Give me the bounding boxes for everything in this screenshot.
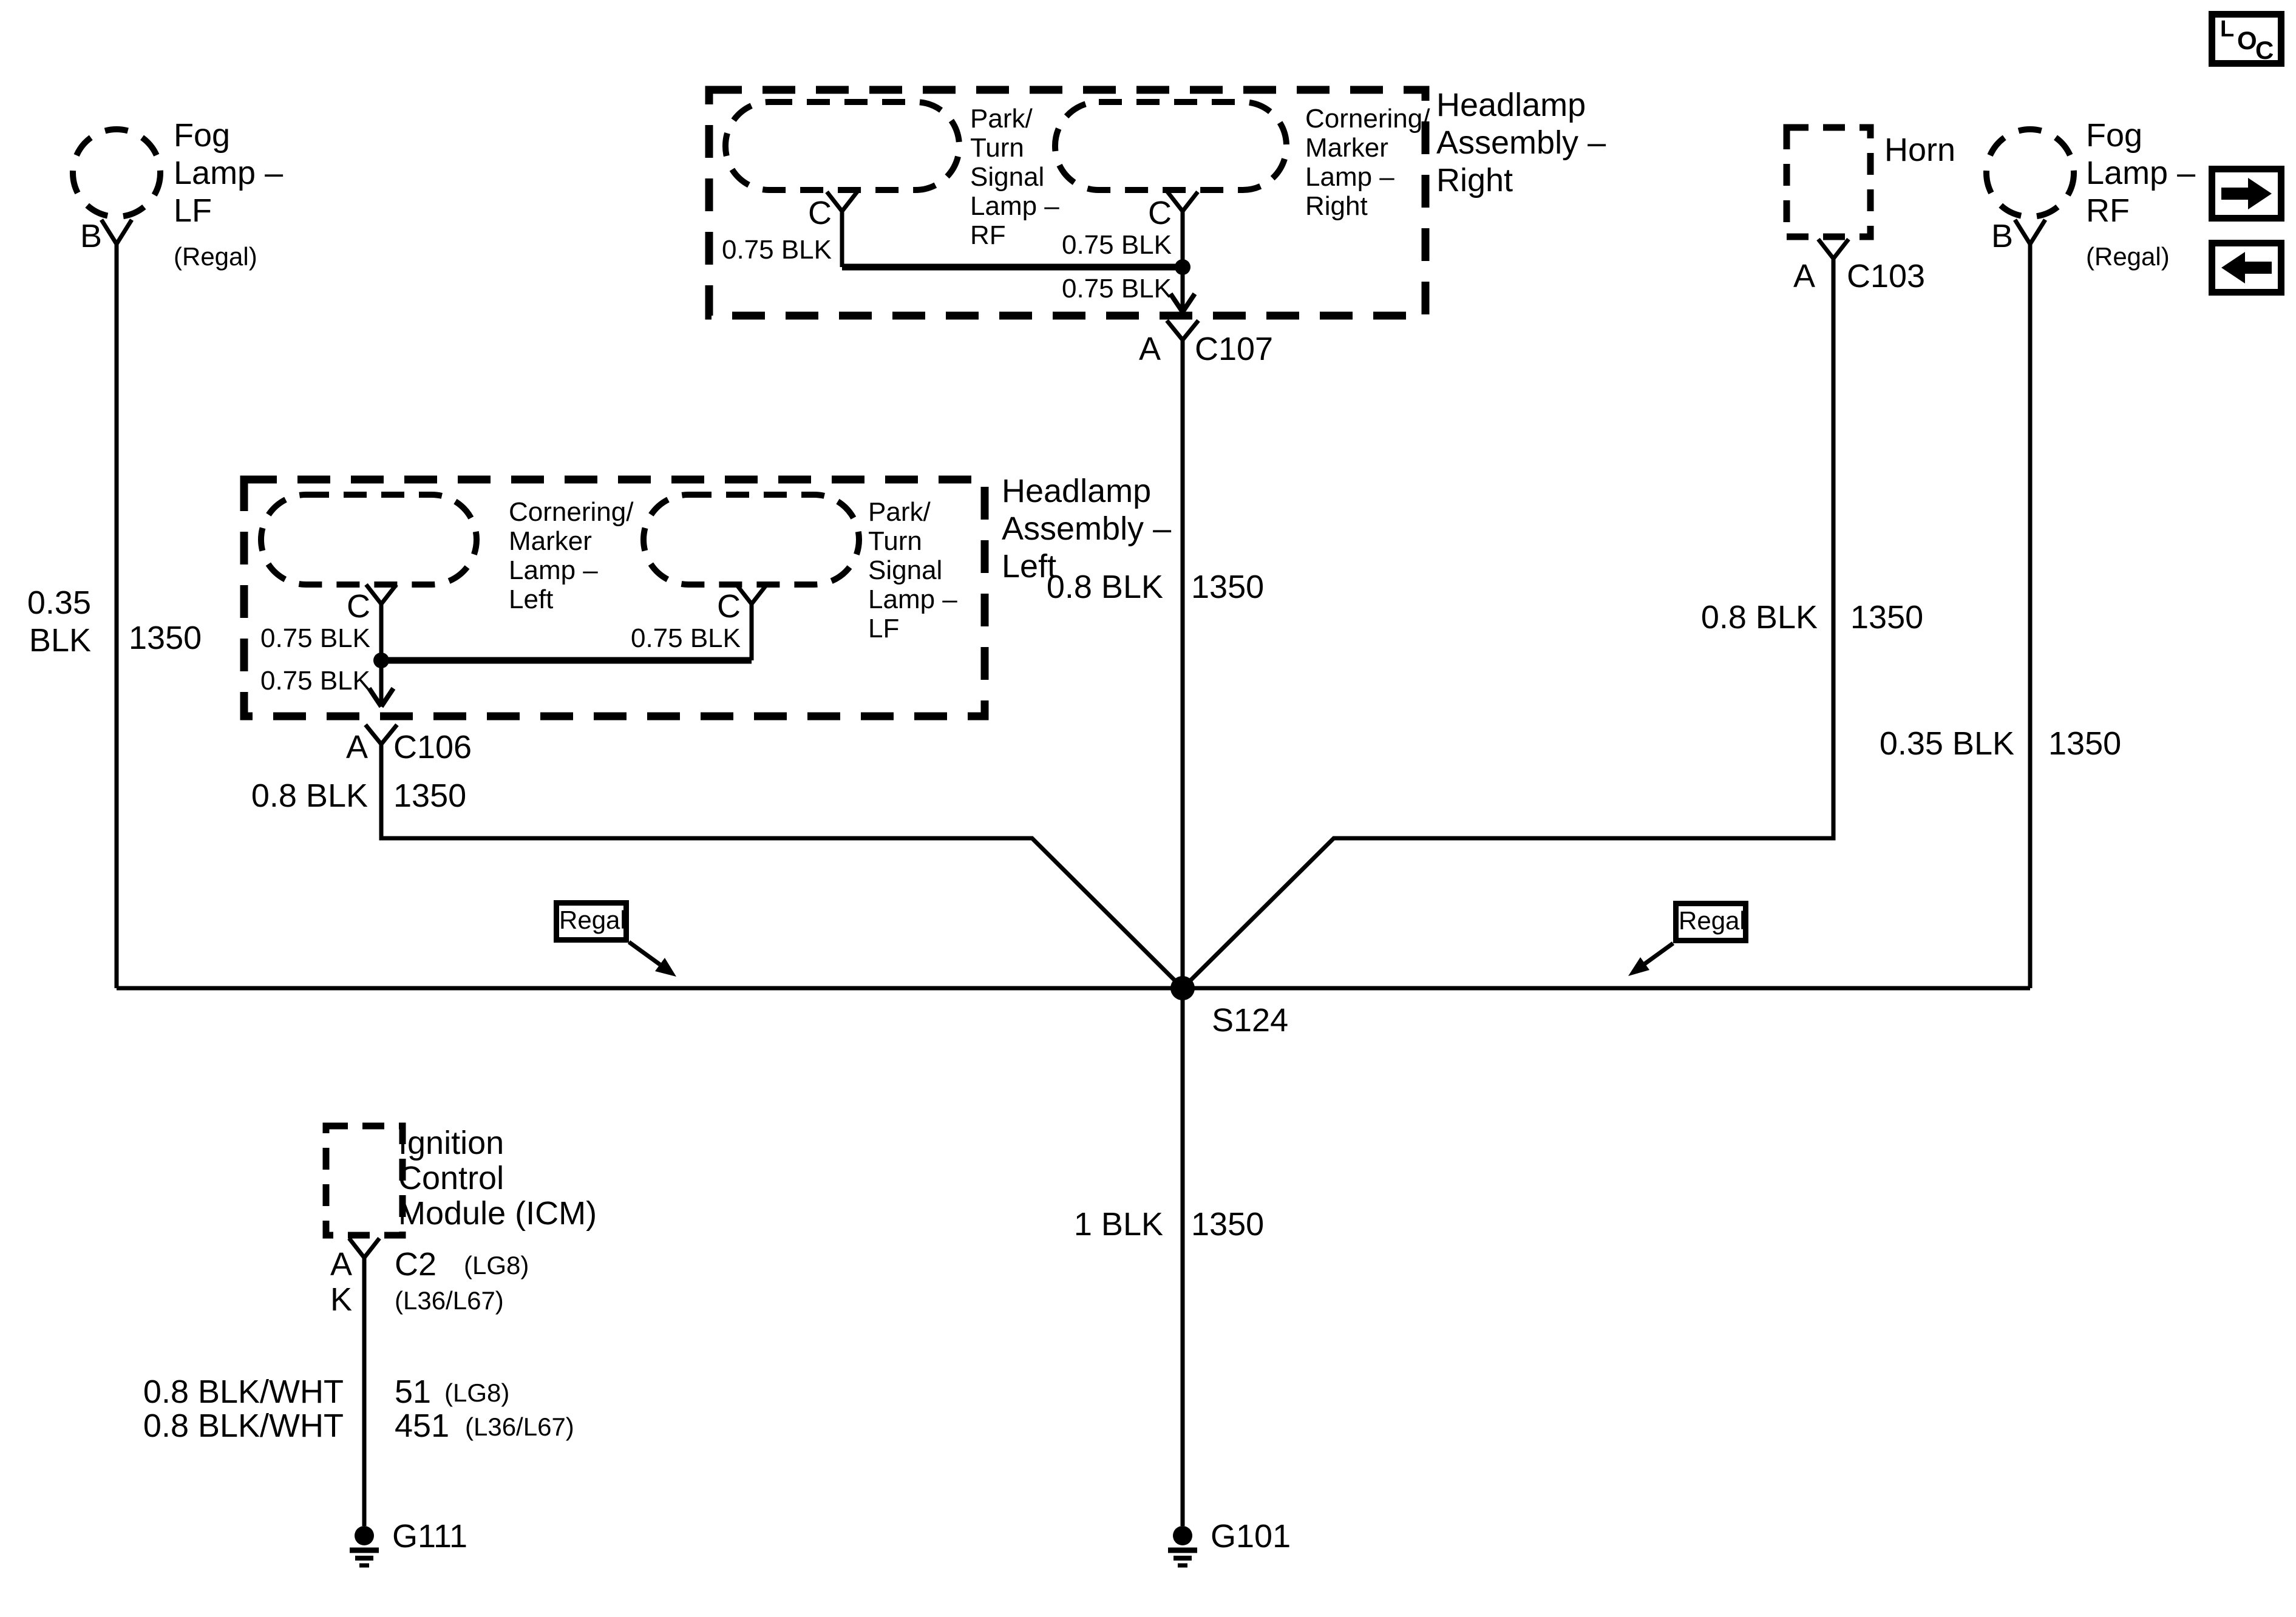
exit-arrow <box>1168 292 1197 314</box>
wire-icm-lg8-gauge: 0.8 BLK/WHT <box>143 1374 344 1410</box>
left-arrow-icon <box>2221 252 2272 283</box>
fog-lamp-rf-variant: (Regal) <box>2086 242 2170 271</box>
wire-icm-l36-circuit: 451 <box>395 1408 450 1444</box>
wire-horn-ground <box>1181 259 1836 990</box>
wire-c107-circuit: 1350 <box>1191 569 1265 605</box>
headlamp-right-label: Headlamp Assembly – Right <box>1436 87 1606 198</box>
wire-c106-gauge: 0.8 BLK <box>251 778 368 814</box>
connector-c106-symbol <box>364 723 399 746</box>
wire-icm-l36-note: (L36/L67) <box>465 1412 574 1441</box>
forward-button[interactable] <box>2209 166 2284 222</box>
connector-c2-symbol <box>347 1236 381 1259</box>
ground-g101-symbol <box>1168 1526 1197 1568</box>
connector-c107-symbol <box>1165 319 1200 342</box>
wire-fog-lf-circuit: 1350 <box>129 620 202 656</box>
fog-lamp-lf-variant: (Regal) <box>174 242 257 271</box>
ground-g101-label: G101 <box>1211 1518 1291 1554</box>
headlamp-assembly-right-symbol <box>705 86 1430 342</box>
icm-pin-k: K <box>330 1281 352 1318</box>
headlamp-left-cornering-wire: 0.75 BLK <box>260 623 370 653</box>
connector-c107-label: C107 <box>1195 331 1274 367</box>
wire-fog-rf-gauge: 0.35 BLK <box>1879 725 2014 762</box>
wire-c106-circuit: 1350 <box>393 778 467 814</box>
headlamp-left-park-turn-pin: C <box>717 588 741 625</box>
regal-left-callout: Regal <box>554 900 629 943</box>
wire-c107-gauge: 0.8 BLK <box>1046 569 1163 605</box>
headlamp-right-cornering-pin: C <box>1148 195 1172 231</box>
ground-g111-label: G111 <box>392 1518 468 1554</box>
fog-lamp-rf-symbol <box>1983 126 2077 988</box>
connector-c2-alt: (L36/L67) <box>395 1286 504 1315</box>
back-button[interactable] <box>2209 240 2284 296</box>
regal-right-callout: Regal <box>1673 901 1748 943</box>
horn-symbol <box>1181 124 1874 990</box>
regal-left-arrow <box>627 940 676 977</box>
right-arrow-icon <box>2221 178 2272 209</box>
wire-c106-ground <box>379 744 1184 990</box>
wire-fog-lf-gauge: 0.35 BLK <box>27 585 91 659</box>
headlamp-right-park-turn-label: Park/ Turn Signal Lamp – RF <box>970 104 1059 250</box>
fog-lamp-rf-pin: B <box>1991 218 2013 254</box>
loc-letter-c: C <box>2255 36 2274 64</box>
headlamp-left-park-turn-wire: 0.75 BLK <box>630 623 741 653</box>
splice-s124-dot <box>1170 976 1195 1000</box>
headlamp-right-park-turn-wire: 0.75 BLK <box>721 235 832 265</box>
splice-s124-label: S124 <box>1212 1002 1289 1039</box>
fog-lamp-rf-label: Fog Lamp – RF <box>2086 117 2196 229</box>
fog-lamp-lf-label: Fog Lamp – LF <box>174 117 284 229</box>
regal-left-label: Regal <box>559 906 626 934</box>
wire-main-gauge: 1 BLK <box>1073 1206 1163 1242</box>
headlamp-right-cornering-wire: 0.75 BLK <box>1061 230 1172 260</box>
horn-label: Horn <box>1884 132 1956 168</box>
wire-icm-lg8-circuit: 51 <box>395 1374 432 1410</box>
regal-right-label: Regal <box>1679 906 1745 935</box>
exit-arrow <box>367 686 396 708</box>
icm-pin-a: A <box>330 1246 352 1283</box>
headlamp-right-exit-wire: 0.75 BLK <box>1061 274 1172 303</box>
wire-icm-lg8-note: (LG8) <box>444 1378 510 1407</box>
icm-symbol <box>322 1122 406 1526</box>
wire-main-circuit: 1350 <box>1191 1206 1265 1242</box>
headlamp-right-cornering-label: Cornering/ Marker Lamp – Right <box>1305 104 1430 221</box>
headlamp-assembly-left-symbol <box>240 475 989 746</box>
wire-fog-rf-circuit: 1350 <box>2048 725 2122 762</box>
connector-c2-label: C2 <box>395 1246 437 1283</box>
headlamp-left-cornering-label: Cornering/ Marker Lamp – Left <box>509 497 634 614</box>
regal-right-arrow <box>1628 941 1675 976</box>
loc-letter-o: O <box>2237 26 2257 55</box>
headlamp-right-pin: A <box>1138 331 1161 367</box>
headlamp-left-pin: A <box>345 729 368 765</box>
fog-lamp-lf-symbol <box>70 126 163 988</box>
icm-label: Ignition Control Module (ICM) <box>398 1125 597 1232</box>
fog-lamp-lf-pin: B <box>80 218 102 254</box>
loc-button[interactable]: L O C <box>2209 11 2284 67</box>
headlamp-left-cornering-pin: C <box>347 588 370 625</box>
headlamp-right-park-turn-pin: C <box>808 195 832 231</box>
horn-pin: A <box>1793 258 1815 294</box>
wire-horn-circuit: 1350 <box>1850 599 1924 636</box>
headlamp-left-label: Headlamp Assembly – Left <box>1002 473 1172 585</box>
wire-horn-gauge: 0.8 BLK <box>1700 599 1818 636</box>
horn-connector: C103 <box>1847 258 1926 294</box>
connector-c2-note: (LG8) <box>464 1251 529 1280</box>
headlamp-left-park-turn-label: Park/ Turn Signal Lamp – LF <box>868 497 957 643</box>
ground-g111-symbol <box>350 1526 379 1568</box>
headlamp-left-exit-wire: 0.75 BLK <box>260 666 370 696</box>
connector-c106-label: C106 <box>393 729 472 765</box>
loc-letter-l: L <box>2220 16 2235 42</box>
wire-icm-l36-gauge: 0.8 BLK/WHT <box>143 1408 344 1444</box>
